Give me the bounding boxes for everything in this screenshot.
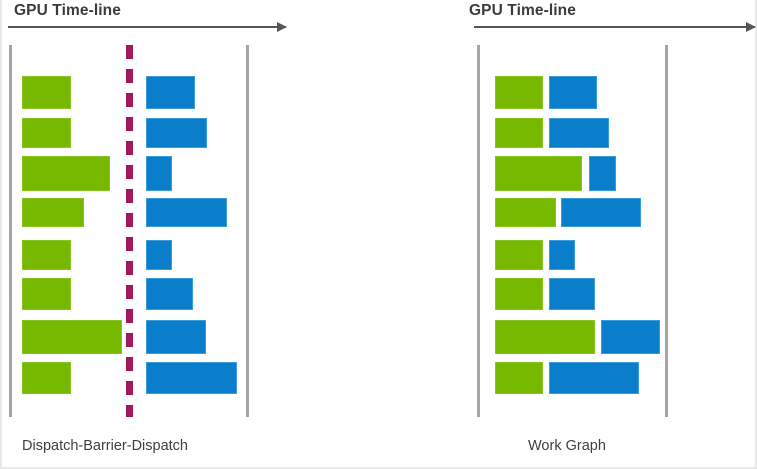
blue-work-bar bbox=[561, 198, 641, 227]
timeline-arrow-shaft bbox=[474, 26, 755, 28]
blue-work-bar bbox=[146, 320, 206, 354]
green-work-bar bbox=[495, 240, 543, 270]
green-work-bar bbox=[22, 76, 71, 109]
timeline-end-rule-right bbox=[665, 45, 668, 417]
barrier-divider-dashed bbox=[126, 45, 133, 417]
green-work-bar bbox=[495, 156, 582, 191]
blue-work-bar bbox=[549, 278, 595, 310]
blue-work-bar bbox=[146, 76, 195, 109]
blue-work-bar bbox=[549, 362, 639, 394]
blue-work-bar bbox=[549, 118, 609, 148]
blue-work-bar bbox=[601, 320, 660, 354]
green-work-bar bbox=[495, 278, 543, 310]
green-work-bar bbox=[495, 320, 595, 354]
timeline-start-rule-left bbox=[9, 45, 12, 417]
caption-right: Work Graph bbox=[528, 438, 606, 454]
blue-work-bar bbox=[146, 240, 172, 270]
timeline-arrow-left bbox=[8, 22, 287, 32]
green-work-bar bbox=[22, 278, 71, 310]
panel-work-graph bbox=[455, 0, 757, 469]
green-work-bar bbox=[22, 156, 110, 191]
timeline-end-rule-left bbox=[246, 45, 249, 417]
figure-right-edge bbox=[755, 0, 757, 469]
blue-work-bar bbox=[549, 76, 597, 109]
timeline-arrow-head bbox=[746, 22, 756, 32]
green-work-bar bbox=[22, 240, 71, 270]
panel-title-left: GPU Time-line bbox=[14, 2, 121, 19]
panel-dispatch-barrier-dispatch: GPU Time-line Dispatch-Barrier-Dispatch bbox=[8, 2, 287, 454]
green-work-bar bbox=[495, 118, 543, 148]
green-work-bar bbox=[495, 198, 556, 227]
green-work-bar bbox=[22, 198, 84, 227]
timeline-arrow-right bbox=[474, 22, 756, 32]
blue-work-bar bbox=[146, 362, 237, 394]
green-work-bar bbox=[22, 320, 122, 354]
blue-work-bar bbox=[146, 278, 193, 310]
caption-left: Dispatch-Barrier-Dispatch bbox=[22, 438, 188, 454]
green-work-bar bbox=[22, 118, 71, 148]
green-work-bar bbox=[495, 362, 543, 394]
blue-work-bar bbox=[146, 156, 172, 191]
blue-work-bar bbox=[549, 240, 575, 270]
figure-left-edge bbox=[0, 0, 2, 469]
blue-work-bar bbox=[146, 118, 207, 148]
timeline-arrow-shaft bbox=[8, 26, 286, 28]
figure-bottom-edge bbox=[0, 467, 757, 469]
blue-work-bar bbox=[146, 198, 227, 227]
blue-work-bar bbox=[589, 156, 616, 191]
timeline-arrow-head bbox=[277, 22, 287, 32]
green-work-bar bbox=[495, 76, 543, 109]
timeline-start-rule-right bbox=[477, 45, 480, 417]
panel-title-right: GPU Time-line bbox=[469, 2, 576, 19]
green-work-bar bbox=[22, 362, 71, 394]
